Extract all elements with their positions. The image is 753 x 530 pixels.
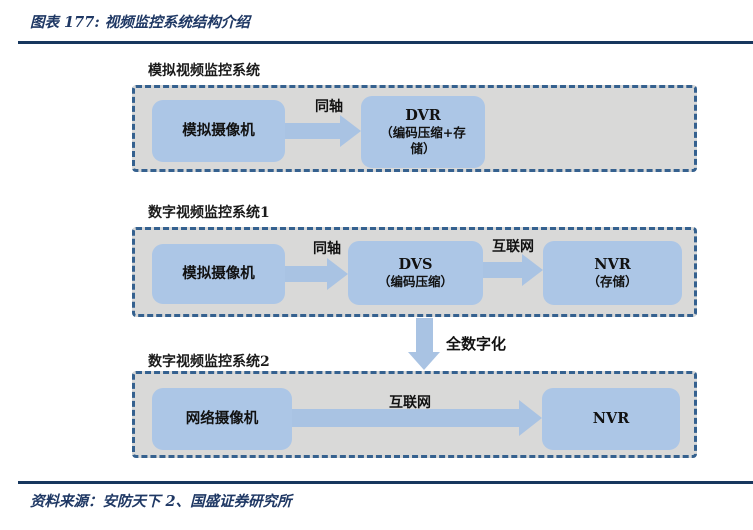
analog-camera-node-2: 模拟摄像机: [152, 244, 285, 304]
arrow-shaft: [285, 123, 340, 139]
digitization-arrow-icon: [408, 318, 440, 370]
coax-arrow-icon-2: [285, 258, 348, 290]
nvr-name-1: NVR: [594, 255, 631, 273]
internet-arrow-icon-2: [292, 400, 542, 436]
coax-link-label-2: 同轴: [313, 241, 341, 257]
analog-camera-label: 模拟摄像机: [182, 121, 255, 139]
dvs-desc: （编码压缩）: [377, 273, 453, 289]
network-camera-node: 网络摄像机: [152, 388, 292, 450]
source-note: 资料来源：安防天下 2、国盛证券研究所: [30, 493, 292, 510]
digital-system-2-label: 数字视频监控系统2: [148, 354, 270, 370]
header-rule: [18, 41, 753, 44]
footer-rule: [18, 481, 753, 484]
digital-system-1-label: 数字视频监控系统1: [148, 205, 270, 221]
dvr-name: DVR: [405, 106, 441, 124]
nvr-name-2: NVR: [592, 409, 630, 427]
arrow-head: [340, 115, 361, 147]
internet-arrow-icon-1: [483, 254, 543, 286]
internet-link-label-1: 互联网: [492, 239, 534, 255]
figure-title: 图表 177: 视频监控系统结构介绍: [30, 14, 250, 31]
dvs-node: DVS （编码压缩）: [348, 241, 483, 305]
dvr-desc-line1: （编码压缩+存: [380, 124, 466, 140]
arrow-shaft: [483, 262, 522, 278]
dvr-node: DVR （编码压缩+存 储）: [361, 96, 485, 168]
internet-link-label-2: 互联网: [389, 395, 431, 411]
dvr-desc-line2: 储）: [410, 141, 436, 157]
arrow-shaft: [415, 318, 433, 352]
nvr-desc-1: （存储）: [587, 273, 638, 289]
analog-system-label: 模拟视频监控系统: [148, 63, 260, 79]
digitization-label: 全数字化: [446, 335, 507, 353]
arrow-head: [519, 400, 542, 436]
arrow-shaft: [292, 409, 519, 427]
nvr-node-2: NVR: [542, 388, 680, 450]
analog-camera-node: 模拟摄像机: [152, 100, 285, 162]
analog-camera-label-2: 模拟摄像机: [182, 264, 255, 282]
arrow-head: [522, 254, 543, 286]
network-camera-label: 网络摄像机: [185, 409, 259, 427]
arrow-head: [327, 258, 348, 290]
coax-link-label-1: 同轴: [315, 99, 343, 115]
arrow-head: [408, 352, 440, 370]
coax-arrow-icon-1: [285, 115, 361, 147]
nvr-node-1: NVR （存储）: [543, 241, 682, 305]
arrow-shaft: [285, 266, 327, 282]
dvs-name: DVS: [398, 255, 433, 273]
